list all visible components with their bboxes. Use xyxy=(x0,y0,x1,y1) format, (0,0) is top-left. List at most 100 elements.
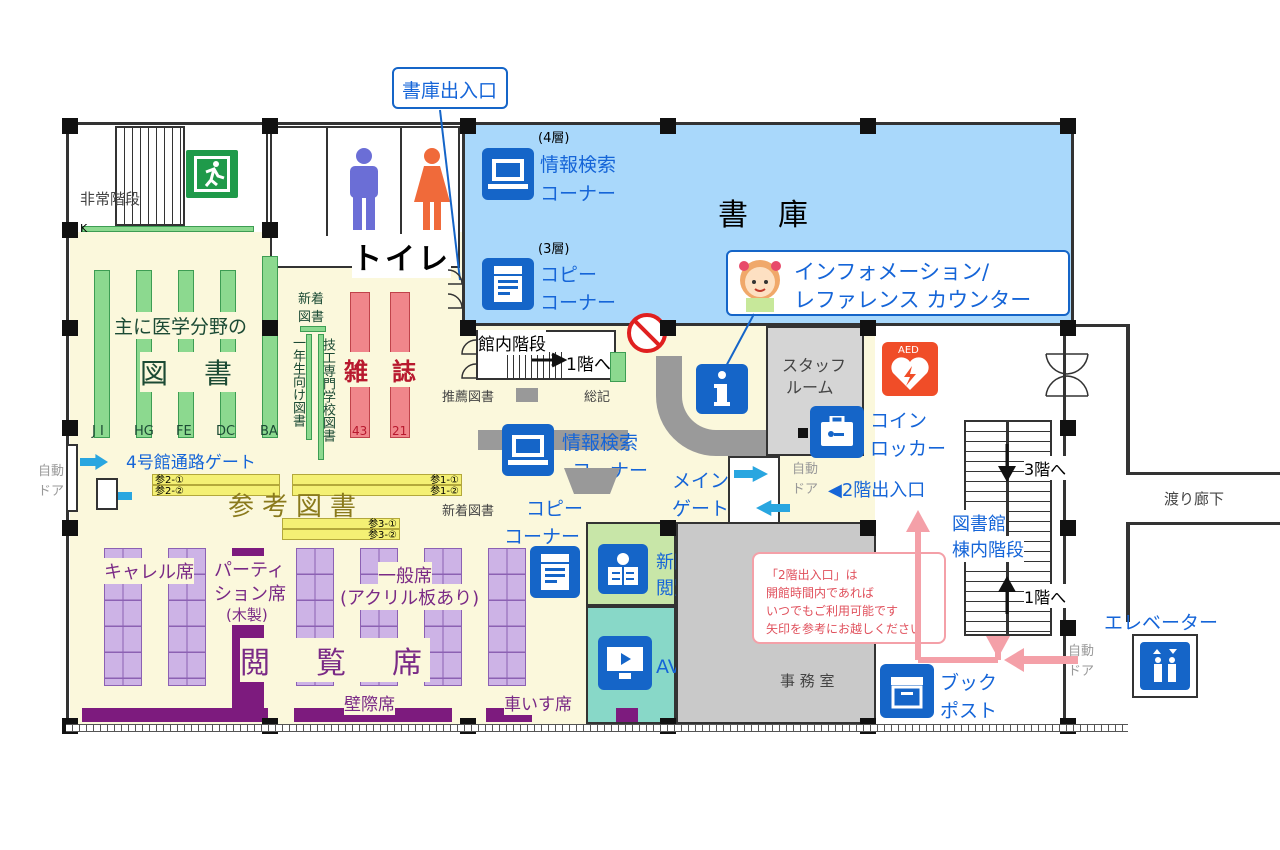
new-books-shelf-top xyxy=(300,326,326,332)
reference-books-label: 参考図書 xyxy=(228,492,365,522)
notice-line-4: 矢印を参考にお越しください xyxy=(766,622,923,636)
medical-label-1: 主に医学分野の xyxy=(114,312,248,339)
general-desk-4 xyxy=(488,548,526,686)
ref-shelf-3-1: 参3-① xyxy=(282,518,400,530)
shelf-hg-label: HG xyxy=(134,424,154,439)
wall-seats-strip-1 xyxy=(82,708,268,722)
wheelchair-seats-label: 車いす席 xyxy=(504,690,572,715)
auto-door-mid-label-1: 自動 xyxy=(792,462,819,477)
general-label: 総記 xyxy=(584,390,611,405)
shelf-43-label: 43 xyxy=(352,424,368,438)
info-counter-label-2: レファレンス カウンター xyxy=(794,288,1032,312)
copier-icon-mid xyxy=(530,546,580,598)
notice-line-3: いつでもご利用可能です xyxy=(766,604,899,618)
ref-shelf-1-2: 参1-② xyxy=(292,485,462,497)
stairs-arrow-down xyxy=(998,444,1016,482)
stack-entrance-pointer xyxy=(439,109,461,281)
gate4-label: 4号館通路ゲート xyxy=(126,453,256,473)
coin-locker-icon xyxy=(810,406,864,458)
pillar xyxy=(262,222,278,238)
freshman-label: 一年生向け図書 xyxy=(290,336,305,427)
elevator-icon xyxy=(1138,640,1192,692)
information-icon xyxy=(696,364,748,414)
door-stacks xyxy=(447,269,463,309)
new-books-top-label-2: 図書 xyxy=(298,310,325,325)
info-search-chairs xyxy=(564,468,620,494)
inner-stairs-label: 館内階段 xyxy=(478,330,546,355)
stacks-label: 書 庫 xyxy=(718,198,808,233)
corridor-bottom-wall xyxy=(1126,522,1280,525)
pillar xyxy=(460,118,476,134)
copy-mid-label-1: コピー xyxy=(526,498,584,520)
copier-icon xyxy=(482,258,534,310)
wall-seats-label: 壁際席 xyxy=(344,690,395,715)
ref-shelf-2-1: 参2-① xyxy=(152,474,280,486)
info-search-top-label-2: コーナー xyxy=(540,183,617,205)
coin-locker-label-2: ロッカー xyxy=(870,438,947,460)
shelf-ba-label: BA xyxy=(260,424,278,439)
pillar xyxy=(660,320,676,336)
info-counter-callout xyxy=(726,250,1070,316)
aed-heart-icon xyxy=(891,357,929,390)
library-stairs-divider xyxy=(1006,420,1009,636)
pillar xyxy=(1060,620,1076,636)
new-books-mid-label: 新着図書 xyxy=(442,504,495,519)
main-gate-arrow-1 xyxy=(734,466,768,482)
copy-top-label-2: コーナー xyxy=(540,292,617,314)
k-strip xyxy=(82,226,254,232)
pillar xyxy=(62,520,78,536)
pillar xyxy=(860,118,876,134)
general-seats-label-2: (アクリル板あり) xyxy=(340,584,480,610)
pillar xyxy=(1060,320,1076,336)
pillar xyxy=(62,118,78,134)
corridor-top-wall xyxy=(1126,324,1130,474)
pillar xyxy=(460,320,476,336)
exit-sign xyxy=(186,150,238,198)
auto-door-left-label-2: ドア xyxy=(38,484,65,499)
pillar xyxy=(262,320,278,336)
stairs-arrow xyxy=(532,352,568,368)
corridor-top-wall-2 xyxy=(1126,472,1280,475)
info-search-mid-label-1: 情報検索 xyxy=(562,432,639,454)
book-post-label-2: ポスト xyxy=(940,700,998,722)
carrel-label: キャレル席 xyxy=(104,558,194,584)
pillar xyxy=(660,520,676,536)
corridor-doors xyxy=(1045,353,1089,397)
copy-mid-label-2: コーナー xyxy=(504,526,581,548)
main-gate-box xyxy=(728,456,780,524)
recommended-shelf xyxy=(516,388,538,402)
toilet-divider-2 xyxy=(400,126,402,236)
pillar xyxy=(62,320,78,336)
newspaper-icon xyxy=(598,544,648,594)
staff-room-label-2: ルーム xyxy=(786,378,834,397)
book-post-label-1: ブック xyxy=(940,672,998,694)
to-3f-label: 3階へ xyxy=(1024,456,1067,480)
pillar xyxy=(660,118,676,134)
partition-label-1: パーティ xyxy=(214,556,285,582)
staff-room-label-1: スタッフ xyxy=(782,356,847,375)
auto-door-right-label-1: 自動 xyxy=(1068,644,1095,659)
to-1f-right-label: 1階へ xyxy=(1024,584,1067,608)
stack-entrance-label: 書庫出入口 xyxy=(402,80,498,102)
auto-door-right-label-2: ドア xyxy=(1068,664,1095,679)
locker-pillar xyxy=(798,428,808,438)
auto-door-left-label-1: 自動 xyxy=(38,464,65,479)
gate4-door xyxy=(66,444,78,512)
male-icon xyxy=(350,148,378,230)
pillar xyxy=(62,420,78,436)
main-gate-label-1: メイン xyxy=(672,470,730,492)
ref-shelf-3-2: 参3-② xyxy=(282,529,400,541)
east-top-wall xyxy=(1064,324,1130,327)
pillar xyxy=(262,118,278,134)
toilet-divider xyxy=(326,126,328,236)
elevator-label: エレベーター xyxy=(1104,612,1219,634)
auto-door-mid-label-2: ドア xyxy=(792,482,819,497)
floor3-label: (3層) xyxy=(538,242,570,257)
aed-label: AED xyxy=(898,345,919,356)
shelf-fe-label: FE xyxy=(176,424,192,439)
door-inner xyxy=(461,339,477,379)
reading-seats-label: 閲 覧 席 xyxy=(240,638,430,682)
tech-school-shelf xyxy=(318,334,324,460)
recommended-label: 推薦図書 xyxy=(442,390,495,405)
info-counter-label-1: インフォメーション/ xyxy=(794,260,990,284)
